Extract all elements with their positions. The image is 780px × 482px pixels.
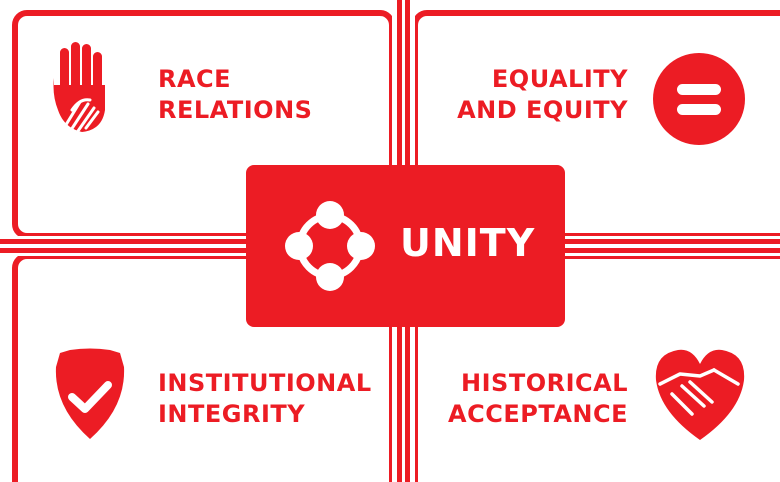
heart-handshake-icon xyxy=(655,349,745,440)
label-line-2: AND EQUITY xyxy=(457,96,628,124)
label-line-1: RACE xyxy=(158,65,232,93)
hands-icon xyxy=(53,42,105,133)
equals-icon xyxy=(653,53,745,145)
label-line-2: INTEGRITY xyxy=(158,400,306,428)
quadrant-label-equality-equity: EQUALITY AND EQUITY xyxy=(457,64,628,126)
label-line-1: INSTITUTIONAL xyxy=(158,369,372,397)
quadrant-label-historical-acceptance: HISTORICAL ACCEPTANCE xyxy=(448,368,628,430)
unity-icon xyxy=(285,201,375,291)
label-line-1: EQUALITY xyxy=(491,65,628,93)
connector-bottom xyxy=(392,325,415,482)
label-line-2: ACCEPTANCE xyxy=(448,400,628,428)
quadrant-label-race-relations: RACE RELATIONS xyxy=(158,64,312,126)
connector-top xyxy=(392,0,415,170)
label-line-2: RELATIONS xyxy=(158,96,313,124)
label-line-1: HISTORICAL xyxy=(461,369,628,397)
unity-label: UNITY xyxy=(400,221,536,265)
shield-check-icon xyxy=(55,348,125,439)
quadrant-label-institutional-integrity: INSTITUTIONAL INTEGRITY xyxy=(158,368,372,430)
